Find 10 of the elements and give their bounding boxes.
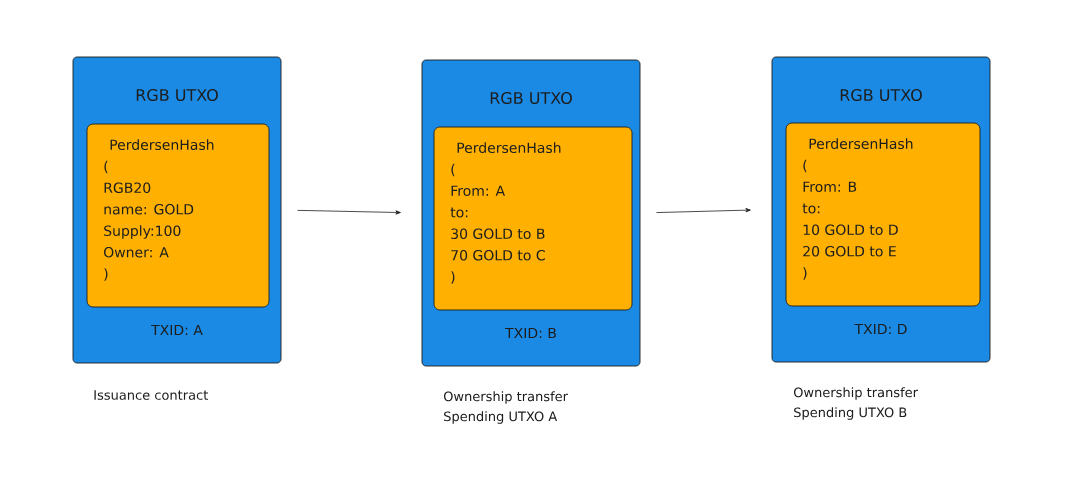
hash-box: PerdersenHash ( RGB20 name: GOLD Supply:100 Owner: A ): [86, 123, 270, 308]
node-label: Spending UTXO A: [444, 411, 558, 424]
node-label: Ownership transfer: [443, 391, 568, 404]
arrow: [297, 209, 401, 215]
node-label: Spending UTXO B: [794, 407, 907, 420]
hash-box: PerdersenHash ( From: B to: 10 GOLD to D 20 GOLD to E ): [785, 122, 981, 307]
node-label: Issuance contract: [94, 390, 208, 400]
arrow: [656, 208, 751, 213]
hash-box: PerdersenHash ( From: A to: 30 GOLD to B 70 GOLD to C ): [433, 126, 633, 311]
node-label: Ownership transfer: [793, 387, 918, 400]
